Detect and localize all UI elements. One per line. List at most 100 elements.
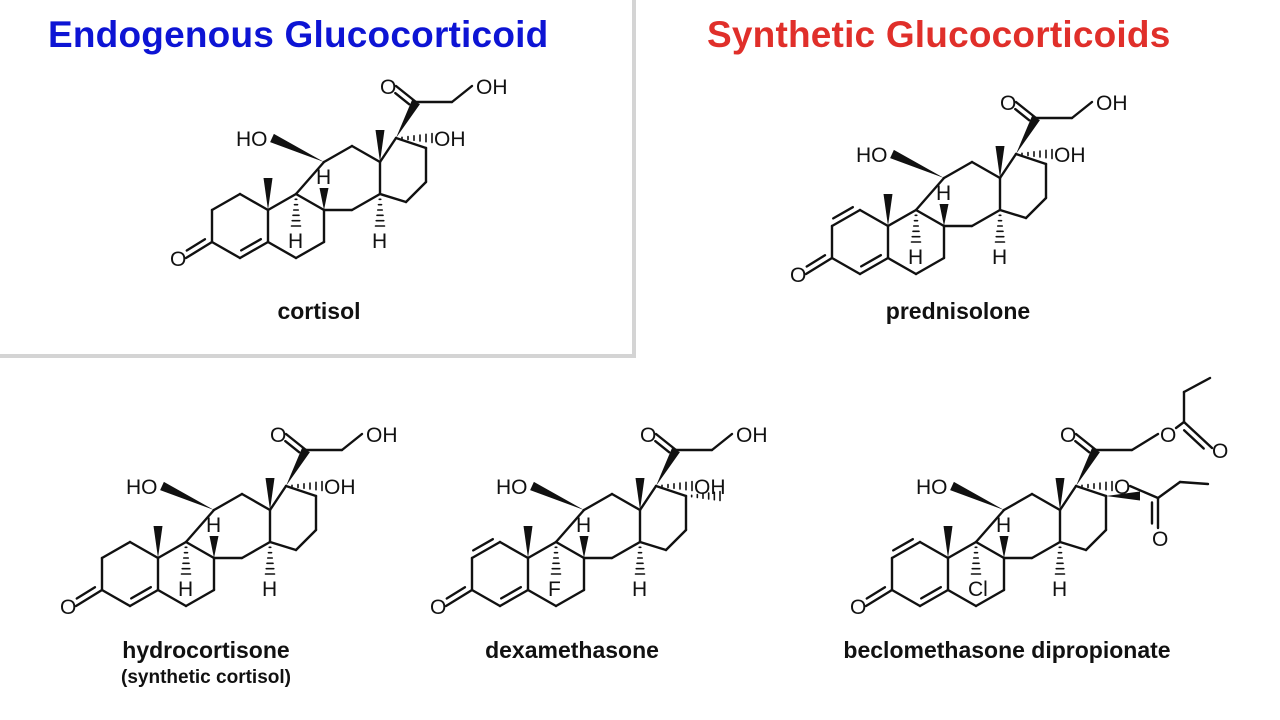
hydrogen-atom: H: [632, 578, 647, 601]
bond: [610, 492, 642, 512]
bond: [974, 588, 1006, 608]
bond: [128, 540, 160, 560]
hydroxyl-group: OH: [434, 128, 466, 151]
bond: [970, 160, 1002, 180]
bond: [1130, 432, 1160, 452]
c9-substituent: H: [908, 246, 923, 269]
wedge-bond: [1016, 115, 1040, 154]
bond: [1182, 376, 1212, 394]
wedge-bond: [375, 130, 385, 162]
bond: [1030, 540, 1062, 560]
ketone-oxygen: O: [170, 248, 186, 271]
wedge-bond: [263, 178, 273, 210]
hydroxyl-group: OH: [1054, 144, 1086, 167]
hashed-bond: [910, 214, 922, 243]
wedge-bond: [950, 481, 1004, 510]
c9-substituent: Cl: [968, 578, 988, 601]
bond: [472, 537, 495, 552]
wedge-bond: [396, 99, 420, 138]
bond: [210, 240, 242, 260]
bond: [444, 588, 474, 608]
wedge-bond: [523, 526, 533, 558]
bond: [75, 586, 97, 600]
bond: [156, 540, 188, 560]
bond: [1178, 480, 1210, 486]
bond: [1058, 540, 1088, 552]
bond: [638, 540, 668, 552]
wedge-bond: [270, 133, 324, 162]
hashed-bond: [401, 132, 433, 144]
ester-oxygen: O: [1114, 476, 1130, 499]
hydrogen-atom: H: [262, 578, 277, 601]
bond: [865, 586, 887, 600]
bond: [240, 540, 272, 560]
bond: [860, 253, 883, 268]
bond: [322, 144, 354, 164]
bond: [886, 208, 918, 228]
hydrogen-atom: H: [936, 182, 951, 205]
bond: [830, 256, 862, 276]
bond: [498, 588, 530, 608]
beclomethasone-label: beclomethasone dipropionate: [843, 637, 1171, 663]
bond: [1156, 480, 1182, 500]
hashed-bond: [970, 546, 982, 575]
hashed-bond: [1054, 546, 1066, 575]
bond: [526, 540, 558, 560]
bond: [212, 492, 244, 512]
bond: [470, 588, 502, 608]
wedge-bond: [656, 447, 680, 486]
wedge-bond: [1106, 491, 1140, 501]
bond: [445, 586, 467, 600]
hydrogen-atom: H: [372, 230, 387, 253]
bond: [970, 208, 1002, 228]
bond: [240, 237, 263, 252]
bond: [942, 160, 974, 180]
wedge-bond: [530, 481, 584, 510]
endogenous-heading: Endogenous Glucocorticoid: [48, 14, 549, 55]
hydroxyl-group: HO: [126, 476, 158, 499]
bond: [610, 540, 642, 560]
ester-carbonyl: O: [1152, 528, 1168, 551]
hydroxyl-group: HO: [236, 128, 268, 151]
wedge-bond: [883, 194, 893, 226]
bond: [100, 540, 132, 560]
carbonyl-oxygen: O: [270, 424, 286, 447]
bond: [1128, 484, 1160, 500]
bond: [654, 432, 678, 452]
bond: [804, 256, 834, 276]
bond: [526, 588, 558, 608]
bond: [404, 180, 428, 204]
bond: [394, 91, 411, 106]
bond: [294, 240, 326, 260]
hydrogen-atom: H: [206, 514, 221, 537]
bond: [74, 588, 104, 608]
bond: [284, 484, 318, 498]
dexamethasone-label: dexamethasone: [485, 637, 659, 663]
carbonyl-oxygen: O: [1000, 92, 1016, 115]
c9-substituent: F: [548, 578, 561, 601]
bond: [654, 484, 688, 498]
bond: [100, 588, 132, 608]
hashed-bond: [264, 546, 276, 575]
hydroxyl-group: OH: [1096, 92, 1128, 115]
bond: [268, 540, 298, 552]
bond: [394, 84, 418, 104]
bond: [710, 432, 734, 452]
bond: [918, 588, 950, 608]
bond: [184, 588, 216, 608]
bond: [914, 256, 946, 276]
hydroxyl-group: OH: [476, 76, 508, 99]
bond: [886, 256, 918, 276]
wedge-bond: [209, 536, 219, 558]
hydrogen-atom: H: [996, 514, 1011, 537]
ketone-oxygen: O: [790, 264, 806, 287]
hydroxyl-group: HO: [856, 144, 888, 167]
bond: [1014, 107, 1031, 122]
bond: [582, 492, 614, 512]
bond: [554, 588, 586, 608]
hashed-bond: [661, 480, 693, 492]
